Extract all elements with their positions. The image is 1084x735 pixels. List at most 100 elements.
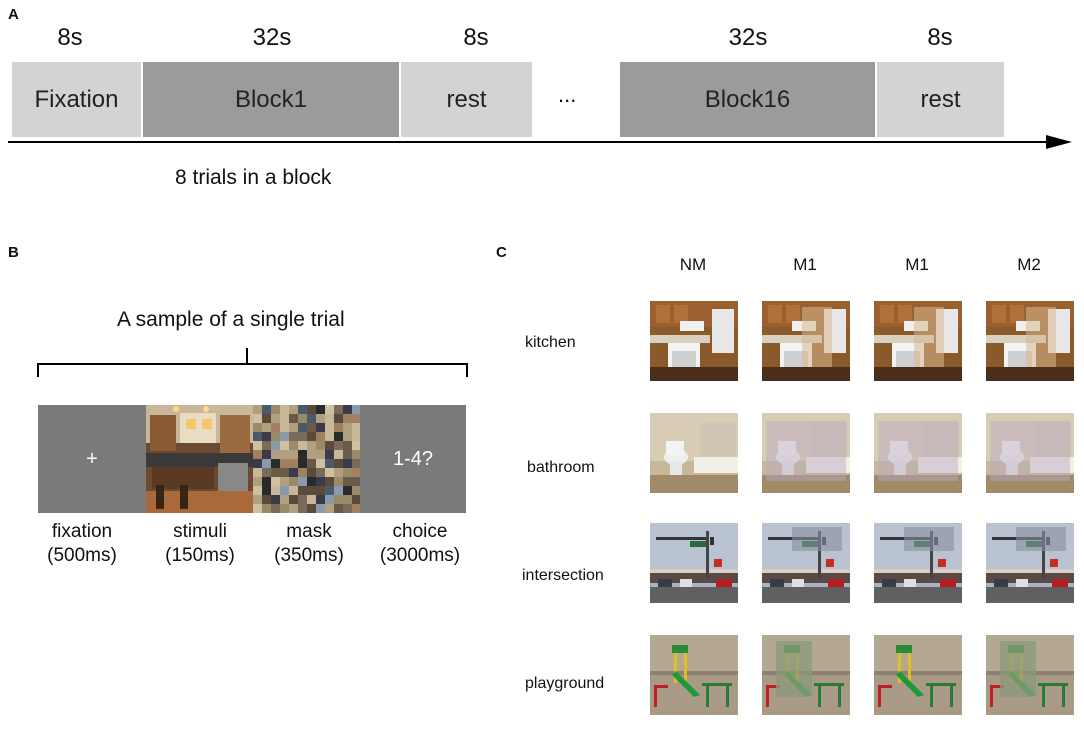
- stimulus-image-kitchen: [146, 405, 253, 513]
- mask-tile: [289, 423, 298, 432]
- mask-tile: [271, 414, 280, 423]
- mask-tile: [307, 405, 316, 414]
- mask-tile: [316, 432, 325, 441]
- trials-note: 8 trials in a block: [175, 166, 332, 189]
- mask-tile: [307, 432, 316, 441]
- mask-tile: [253, 450, 262, 459]
- mask-tile: [271, 459, 280, 468]
- scene-image-bathroom: [874, 413, 962, 493]
- duration-rest-1: 8s: [463, 24, 489, 51]
- mask-tile: [316, 423, 325, 432]
- mask-tile: [343, 423, 352, 432]
- mask-tile: [289, 459, 298, 468]
- mask-tile: [253, 423, 262, 432]
- mask-tile: [262, 477, 271, 486]
- mask-tile: [298, 459, 307, 468]
- panel-c-letter: C: [496, 244, 507, 261]
- mask-tile: [343, 441, 352, 450]
- mask-tile: [316, 477, 325, 486]
- column-header-m2: M2: [1017, 255, 1041, 274]
- mask-tile: [280, 405, 289, 414]
- mask-tile: [289, 405, 298, 414]
- label-stimuli-duration: (150ms): [165, 545, 235, 566]
- label-mask-duration: (350ms): [274, 545, 344, 566]
- mask-tile: [280, 468, 289, 477]
- label-choice: choice (3000ms): [360, 520, 480, 568]
- mask-tile: [316, 468, 325, 477]
- mask-tile: [343, 477, 352, 486]
- mask-tile: [316, 495, 325, 504]
- mask-tile: [271, 405, 280, 414]
- mask-tile: [352, 468, 361, 477]
- mask-tile: [334, 468, 343, 477]
- segment-block1: Block1: [143, 62, 399, 137]
- mask-tile: [253, 405, 262, 414]
- mask-tile: [325, 423, 334, 432]
- mask-tile: [352, 414, 361, 423]
- mask-tile: [298, 441, 307, 450]
- mask-tile: [298, 450, 307, 459]
- mask-tile: [271, 477, 280, 486]
- mask-tile: [352, 423, 361, 432]
- mask-tile: [289, 432, 298, 441]
- mask-tile: [316, 405, 325, 414]
- mask-tile: [271, 432, 280, 441]
- mask-tile: [271, 504, 280, 513]
- mask-tile: [262, 459, 271, 468]
- fixation-cross: +: [86, 447, 98, 470]
- mask-tile: [289, 486, 298, 495]
- mask-tile: [271, 423, 280, 432]
- segment-block16: Block16: [620, 62, 875, 137]
- mask-tile: [289, 414, 298, 423]
- mask-tile: [325, 477, 334, 486]
- mask-tile: [307, 504, 316, 513]
- label-fixation: fixation (500ms): [22, 520, 142, 568]
- trial-title: A sample of a single trial: [117, 308, 345, 331]
- panel-b-letter: B: [8, 244, 19, 261]
- scene-image-playground: [762, 635, 850, 715]
- mask-tile: [343, 405, 352, 414]
- mask-tile: [262, 423, 271, 432]
- mask-tile: [280, 495, 289, 504]
- mask-tile: [271, 450, 280, 459]
- scene-image-playground: [650, 635, 738, 715]
- mask-tile: [280, 477, 289, 486]
- label-mask: mask (350ms): [249, 520, 369, 568]
- scene-image-kitchen: [874, 301, 962, 381]
- mask-tile: [352, 432, 361, 441]
- mask-tile: [334, 423, 343, 432]
- mask-tile: [334, 441, 343, 450]
- scene-image-playground: [874, 635, 962, 715]
- mask-tile: [280, 459, 289, 468]
- row-label-bathroom: bathroom: [527, 459, 595, 476]
- mask-tile: [334, 450, 343, 459]
- mask-tile: [280, 423, 289, 432]
- label-stimuli-name: stimuli: [173, 521, 227, 542]
- mask-tile: [334, 486, 343, 495]
- mask-tile: [298, 477, 307, 486]
- mask-tile: [316, 450, 325, 459]
- mask-tile: [325, 504, 334, 513]
- mask-tile: [289, 495, 298, 504]
- mask-tile: [271, 495, 280, 504]
- mask-tile: [325, 459, 334, 468]
- mask-image: [253, 405, 361, 513]
- mask-tile: [253, 432, 262, 441]
- mask-tile: [262, 432, 271, 441]
- mask-tile: [316, 504, 325, 513]
- mask-tile: [298, 423, 307, 432]
- mask-tile: [334, 414, 343, 423]
- mask-tile: [298, 414, 307, 423]
- duration-rest-2: 8s: [927, 24, 953, 51]
- mask-tile: [271, 468, 280, 477]
- row-label-intersection: intersection: [522, 567, 604, 584]
- mask-tile: [298, 504, 307, 513]
- mask-tile: [343, 432, 352, 441]
- mask-tile: [343, 414, 352, 423]
- mask-tile: [262, 495, 271, 504]
- mask-tile: [343, 504, 352, 513]
- mask-tile: [325, 468, 334, 477]
- mask-tile: [298, 405, 307, 414]
- mask-tile: [325, 405, 334, 414]
- mask-tile: [262, 450, 271, 459]
